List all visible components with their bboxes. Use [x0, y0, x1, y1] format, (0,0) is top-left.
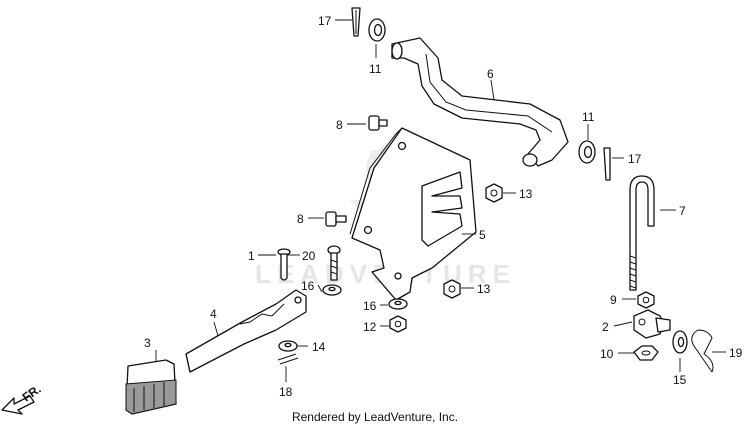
callout-7: 7	[679, 204, 686, 218]
callout-8-lower: 8	[297, 212, 304, 226]
callout-4: 4	[210, 307, 217, 321]
callout-labels: 17 11 6 8 11 17 13 7 8 5 1 20 16 13 16 9…	[144, 14, 743, 399]
callout-19: 19	[729, 346, 743, 360]
part-3-grip[interactable]	[125, 359, 177, 415]
callout-1: 1	[248, 249, 255, 263]
part-15-washer[interactable]	[672, 330, 688, 354]
part-8-bolt-upper[interactable]	[368, 115, 388, 131]
part-8-bolt-lower[interactable]	[325, 211, 347, 227]
part-19-hair-pin[interactable]	[691, 329, 714, 373]
part-10-nut[interactable]	[633, 345, 659, 361]
part-17-cotter-pin-right[interactable]	[603, 147, 611, 181]
part-13-nut-lower[interactable]	[443, 279, 461, 299]
callout-18: 18	[279, 385, 293, 399]
callout-6: 6	[487, 67, 494, 81]
callout-13-upper: 13	[519, 187, 533, 201]
part-9-nut[interactable]	[637, 291, 655, 309]
callout-11-right: 11	[582, 110, 595, 124]
callout-15: 15	[673, 373, 687, 387]
part-11-washer-right[interactable]	[578, 140, 596, 164]
part-4-lever[interactable]	[185, 289, 307, 373]
callout-20: 20	[302, 249, 316, 263]
callout-12: 12	[363, 320, 377, 334]
part-16-washer-left[interactable]	[322, 284, 342, 296]
part-11-washer-top[interactable]	[368, 18, 386, 42]
part-16-washer-right[interactable]	[388, 298, 408, 310]
callout-13-lower: 13	[477, 282, 491, 296]
part-14-washer[interactable]	[278, 340, 298, 352]
callout-10: 10	[600, 347, 614, 361]
callout-11-top: 11	[369, 62, 382, 76]
callout-2: 2	[602, 320, 609, 334]
part-17-cotter-pin-top[interactable]	[351, 7, 361, 37]
callout-8-upper: 8	[336, 118, 343, 132]
leader-lines	[155, 19, 726, 382]
part-5-bracket-plate[interactable]	[349, 127, 477, 301]
credit-footer: Rendered by LeadVenture, Inc.	[291, 410, 459, 424]
part-7-u-bolt[interactable]	[629, 175, 655, 291]
callout-3: 3	[144, 336, 151, 350]
callout-14: 14	[312, 340, 326, 354]
part-1-pin[interactable]	[277, 248, 291, 281]
part-6-pipe[interactable]	[391, 37, 569, 167]
part-18-clip[interactable]	[277, 353, 299, 365]
callout-16-left: 16	[301, 279, 315, 293]
part-20-bolt[interactable]	[327, 245, 341, 281]
callout-17-right: 17	[628, 152, 642, 166]
callout-16-right: 16	[363, 299, 377, 313]
part-12-nut[interactable]	[389, 315, 407, 333]
callout-17-top: 17	[318, 14, 332, 28]
callout-5: 5	[479, 228, 486, 242]
part-13-nut-upper[interactable]	[485, 183, 503, 203]
callout-9: 9	[610, 293, 617, 307]
part-2-joint[interactable]	[633, 309, 671, 339]
